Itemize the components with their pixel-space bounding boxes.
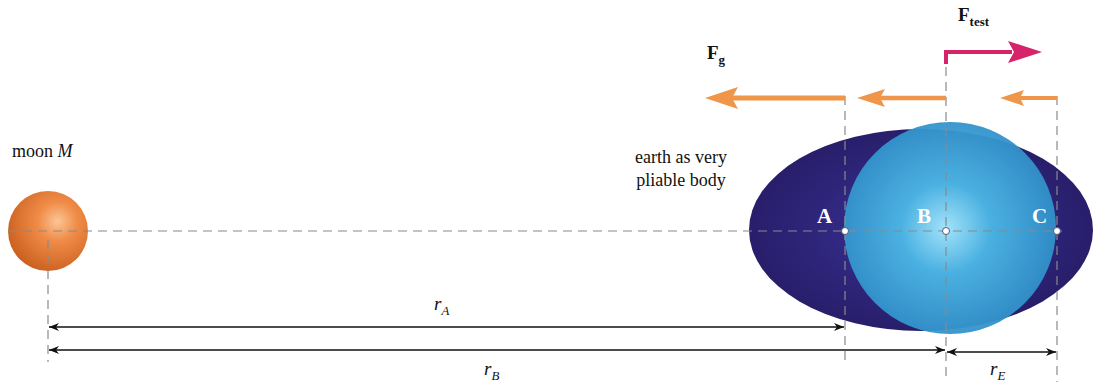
dimension-label: rA bbox=[434, 293, 449, 318]
dimension-label: rB bbox=[484, 358, 499, 383]
earth-sphere bbox=[844, 122, 1056, 334]
force-label: Ftest bbox=[958, 4, 989, 29]
body-label: earth as very pliable body bbox=[610, 146, 752, 191]
test-force-arrow bbox=[946, 41, 1042, 64]
dimension-label: rE bbox=[990, 358, 1005, 383]
dimension-arrows bbox=[49, 327, 1056, 352]
force-label: Fg bbox=[707, 42, 725, 67]
point-label: C bbox=[1032, 204, 1047, 229]
point-markers bbox=[842, 228, 1061, 235]
point-label: B bbox=[917, 204, 931, 229]
body-label: moon M bbox=[12, 141, 73, 163]
guide-lines bbox=[8, 52, 1062, 382]
point-label: A bbox=[817, 204, 832, 229]
gravity-arrows bbox=[705, 87, 1057, 109]
